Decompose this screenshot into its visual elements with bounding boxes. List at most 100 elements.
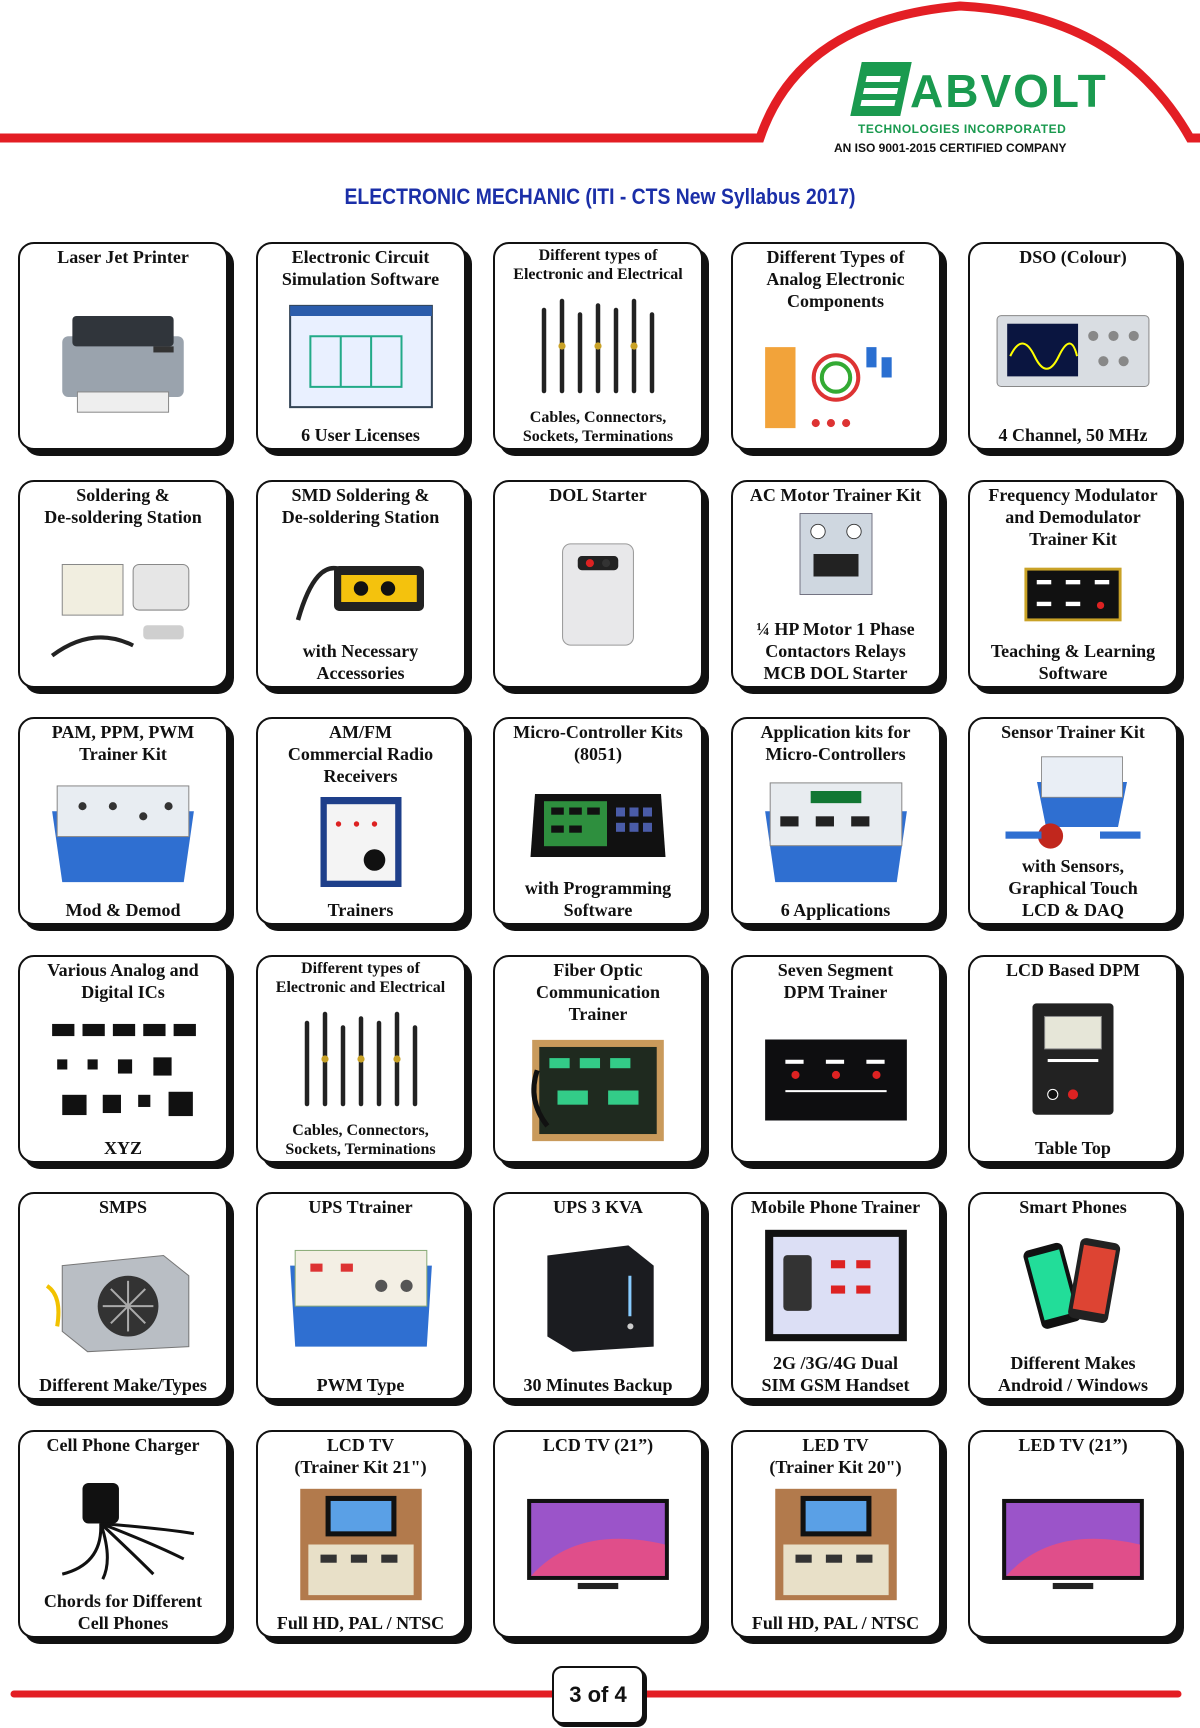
printer-icon xyxy=(42,271,204,442)
card-caption: XYZ xyxy=(103,1137,142,1158)
logo-mark-icon xyxy=(850,62,912,116)
card-caption: Mod & Demod xyxy=(65,900,181,921)
card-title: SMD Soldering & De-soldering Station xyxy=(281,484,440,527)
card-caption: ¼ HP Motor 1 Phase Contactors Relays MCB… xyxy=(756,618,915,683)
card-caption: Full HD, PAL / NTSC xyxy=(751,1612,920,1633)
card-caption: 2G /3G/4G Dual SIM GSM Handset xyxy=(761,1353,910,1396)
equipment-card: LCD TV (Trainer Kit 21")Full HD, PAL / N… xyxy=(255,1429,466,1638)
motor-panel-icon xyxy=(755,509,917,617)
equipment-card: LED TV (21”) xyxy=(968,1429,1178,1638)
tv-icon xyxy=(992,1459,1154,1630)
smd-station-icon xyxy=(280,530,442,638)
equipment-card: LED TV (Trainer Kit 20") Full HD, PAL / N… xyxy=(730,1429,941,1638)
oscilloscope-icon xyxy=(992,271,1154,421)
card-caption: Cables, Connectors, Sockets, Termination… xyxy=(285,1121,436,1158)
card-title: DOL Starter xyxy=(549,484,647,505)
soldering-station-icon xyxy=(42,530,204,680)
tv-icon xyxy=(517,1459,679,1630)
tv-trainer-icon xyxy=(280,1480,442,1609)
equipment-card: Frequency Modulator and Demodulator Trai… xyxy=(968,479,1178,688)
card-title: Various Analog and Digital ICs xyxy=(47,959,199,1002)
card-caption: 4 Channel, 50 MHz xyxy=(998,425,1148,445)
card-title: LED TV (21”) xyxy=(1018,1434,1128,1455)
trainer-board-icon xyxy=(992,551,1154,638)
equipment-card: Laser Jet Printer xyxy=(18,242,228,450)
card-title: AM/FM Commercial Radio Receivers xyxy=(287,722,434,787)
card-title: Different Types of Analog Electronic Com… xyxy=(766,247,905,311)
card-title: LED TV (Trainer Kit 20") xyxy=(769,1434,902,1477)
equipment-card: SMPS Different Make/Types xyxy=(18,1192,228,1401)
dpm-trainer-icon xyxy=(755,1005,917,1155)
equipment-card: Different types of Electronic and Electr… xyxy=(493,242,703,450)
charger-icon xyxy=(42,1459,204,1588)
dol-starter-icon xyxy=(517,509,679,680)
card-title: SMPS xyxy=(98,1197,147,1218)
card-title: Sensor Trainer Kit xyxy=(1001,722,1145,743)
logo-tagline: TECHNOLOGIES INCORPORATED xyxy=(858,122,1067,136)
card-caption: Chords for Different Cell Phones xyxy=(43,1590,203,1633)
card-caption: 6 Applications xyxy=(780,900,891,921)
card-caption: with Necessary Accessories xyxy=(302,640,419,683)
equipment-card: UPS 3 KVA 30 Minutes Backup xyxy=(493,1192,703,1401)
company-logo: ABVOLT TECHNOLOGIES INCORPORATED AN ISO … xyxy=(834,62,1106,162)
card-caption: Different Make/Types xyxy=(39,1375,207,1396)
ic-chips-icon xyxy=(42,1005,204,1134)
card-title: Smart Phones xyxy=(1019,1197,1127,1218)
equipment-card: LCD Based DPM Table Top xyxy=(968,954,1178,1163)
sensor-kit-icon xyxy=(992,746,1154,854)
card-caption: PWM Type xyxy=(316,1375,405,1396)
card-title: Application kits for Micro-Controllers xyxy=(760,722,911,765)
footer-line xyxy=(10,1690,1182,1698)
voltmeter-icon xyxy=(992,984,1154,1134)
card-title: LCD Based DPM xyxy=(1006,959,1140,980)
card-title: Laser Jet Printer xyxy=(57,247,189,267)
equipment-card: Soldering & De-soldering Station xyxy=(18,479,228,688)
trainer-box-icon xyxy=(42,767,204,896)
equipment-card: Application kits for Micro-Controllers 6 … xyxy=(730,717,941,926)
equipment-grid: Laser Jet Printer Electronic Circuit Simu… xyxy=(18,242,1178,1638)
card-title: UPS 3 KVA xyxy=(553,1197,643,1218)
card-caption: Different Makes Android / Windows xyxy=(997,1353,1149,1396)
microcontroller-kit-icon xyxy=(517,767,679,875)
card-caption: Table Top xyxy=(1035,1137,1111,1158)
card-caption: 30 Minutes Backup xyxy=(523,1375,673,1396)
connectors-icon xyxy=(517,292,679,400)
equipment-card: Sensor Trainer Kit with Sensors, Graphica… xyxy=(968,717,1178,926)
power-supply-icon xyxy=(42,1221,204,1371)
tv-trainer-icon xyxy=(755,1480,917,1609)
logo-name: ABVOLT xyxy=(910,65,1108,117)
card-title: DSO (Colour) xyxy=(1019,247,1127,267)
equipment-card: Mobile Phone Trainer 2G /3G/4G Dual SIM G… xyxy=(730,1192,941,1401)
mobile-trainer-icon xyxy=(755,1221,917,1350)
card-title: LCD TV (21”) xyxy=(542,1434,654,1455)
software-window-icon xyxy=(280,292,442,421)
card-title: PAM, PPM, PWM Trainer Kit xyxy=(51,722,195,765)
radio-trainer-icon xyxy=(280,788,442,896)
equipment-card: Fiber Optic Communication Trainer xyxy=(493,954,703,1163)
card-title: Frequency Modulator and Demodulator Trai… xyxy=(988,484,1158,549)
equipment-card: SMD Soldering & De-soldering Station with… xyxy=(255,479,466,688)
card-title: Seven Segment DPM Trainer xyxy=(777,959,894,1002)
equipment-card: DSO (Colour) 4 Channel, 50 MHz xyxy=(968,242,1178,450)
ups-tower-icon xyxy=(517,1221,679,1371)
equipment-card: Micro-Controller Kits (8051)with Program… xyxy=(493,717,703,926)
card-title: LCD TV (Trainer Kit 21") xyxy=(294,1434,427,1477)
card-caption: 6 User Licenses xyxy=(301,425,420,445)
equipment-card: DOL Starter xyxy=(493,479,703,688)
connectors-icon xyxy=(280,1005,442,1113)
equipment-card: Seven Segment DPM Trainer xyxy=(730,954,941,1163)
card-title: Micro-Controller Kits (8051) xyxy=(513,722,683,765)
card-title: UPS Ttrainer xyxy=(308,1197,413,1218)
card-title: Mobile Phone Trainer xyxy=(750,1197,921,1218)
card-caption: Cables, Connectors, Sockets, Termination… xyxy=(522,409,674,445)
card-caption: with Sensors, Graphical Touch LCD & DAQ xyxy=(1008,856,1138,921)
header-swoosh xyxy=(0,1,1200,143)
components-icon xyxy=(755,313,917,442)
